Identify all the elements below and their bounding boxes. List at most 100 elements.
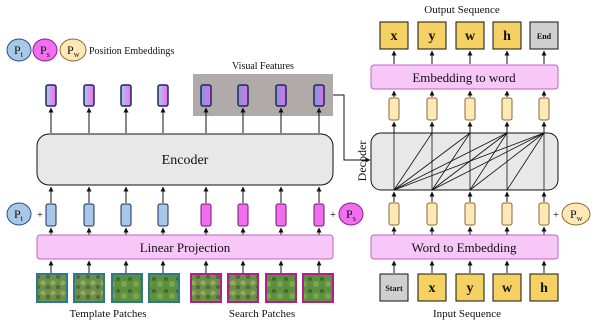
decoder-input-token [464, 202, 476, 226]
linear-projection-block [36, 234, 334, 260]
input-token-text: y [467, 281, 474, 296]
patch-arrows [48, 260, 322, 273]
encoder-output-token [157, 84, 169, 107]
decoder-output-token [538, 97, 550, 121]
search-patch-image [265, 273, 297, 303]
ps-badge [338, 202, 364, 226]
legend-pw-badge [59, 38, 87, 62]
input-token-box [455, 273, 485, 302]
embedding-to-word-block [370, 64, 559, 90]
svg-text:Pt: Pt [14, 207, 24, 223]
search-tokens [200, 203, 325, 227]
causal-attention-lines [393, 132, 545, 191]
input-sequence-label: Input Sequence [433, 308, 501, 320]
projection-arrows [48, 227, 322, 235]
pw-badge-sub: w [577, 214, 583, 223]
legend-ps-badge [32, 38, 58, 62]
output-arrows [391, 50, 547, 64]
encoder-input-arrows [48, 186, 322, 203]
search-token [275, 203, 287, 227]
decoder-output-tokens [388, 97, 550, 121]
word-to-embedding-label: Word to Embedding [411, 240, 517, 255]
pt-badge-base: P [14, 207, 21, 221]
search-token [200, 203, 212, 227]
template-patch-image [73, 273, 105, 303]
embedding-to-word-label: Embedding to word [412, 70, 516, 85]
template-token [45, 203, 57, 227]
decoder-input-tokens [388, 202, 550, 226]
legend-pt-badge [6, 38, 32, 62]
decoder-block [370, 132, 559, 191]
visual-feature-token [275, 84, 287, 107]
legend-label: Position Embeddings [89, 46, 174, 57]
encoder-output-token [45, 84, 57, 107]
ps-badge-base: P [346, 207, 353, 221]
template-tokens [45, 203, 169, 227]
input-token-text: x [429, 281, 436, 296]
template-patch-image [148, 273, 180, 303]
ps-badge-sub: s [353, 214, 356, 223]
pt-badge [6, 202, 32, 226]
template-patch-image [36, 273, 68, 303]
template-token [83, 203, 95, 227]
search-token [237, 203, 249, 227]
output-token-text: End [537, 32, 552, 41]
template-token [120, 203, 132, 227]
svg-text:Pw: Pw [570, 207, 583, 223]
output-token-box [529, 21, 559, 50]
decoder-input-arrows [391, 191, 547, 202]
decoder-output-token [501, 97, 513, 121]
decoder-input-token [426, 202, 438, 226]
encoder-label: Encoder [162, 153, 209, 168]
visual-features-box [193, 74, 333, 116]
legend-pw-base: P [67, 43, 74, 57]
svg-text:Ps: Ps [40, 43, 50, 59]
encoder-block [36, 133, 334, 186]
decoder-output-token [388, 97, 400, 121]
output-token-box [492, 21, 522, 50]
legend-pt-base: P [14, 43, 21, 57]
visual-features-connector [333, 94, 371, 163]
input-token-text: w [502, 281, 513, 296]
output-token-text: y [429, 29, 436, 44]
input-token-box [492, 273, 522, 302]
input-token-box [417, 273, 447, 302]
decoder-output-token [426, 97, 438, 121]
svg-text:Pw: Pw [67, 43, 80, 59]
visual-feature-token [237, 84, 249, 107]
search-token [313, 203, 325, 227]
input-token-text: Start [385, 284, 403, 293]
pw-badge [561, 202, 591, 226]
search-patch-image [227, 273, 259, 303]
encoder-output-token [83, 84, 95, 107]
decoder-out-arrows-a [391, 90, 547, 97]
visual-feature-token [200, 84, 212, 107]
visual-feature-token [313, 84, 325, 107]
output-token-box [455, 21, 485, 50]
decoder-output-token [464, 97, 476, 121]
output-tokens: x y w h End [379, 21, 559, 50]
word-to-embedding-block [370, 234, 559, 260]
input-token-text: h [540, 281, 548, 296]
legend-ps-sub: s [47, 50, 50, 59]
svg-text:Ps: Ps [346, 207, 356, 223]
input-arrows [391, 260, 547, 273]
search-patch-image [190, 273, 222, 303]
output-token-text: h [503, 29, 511, 44]
output-token-text: w [465, 29, 476, 44]
template-patches [36, 273, 180, 303]
input-tokens: Start x y w h [379, 273, 559, 302]
decoder-out-arrows-b [391, 121, 547, 133]
search-patches [190, 273, 334, 303]
search-patch-image [302, 273, 334, 303]
plus-sign: + [553, 209, 559, 221]
decoder-label: Decoder [355, 141, 369, 182]
input-token-box [529, 273, 559, 302]
legend: Pt Ps Pw Position Embeddings [6, 38, 174, 62]
template-patches-label: Template Patches [69, 308, 146, 320]
decoder-input-token [538, 202, 550, 226]
output-token-box [379, 21, 409, 50]
legend-pw-sub: w [74, 50, 80, 59]
plus-sign: + [330, 209, 336, 221]
